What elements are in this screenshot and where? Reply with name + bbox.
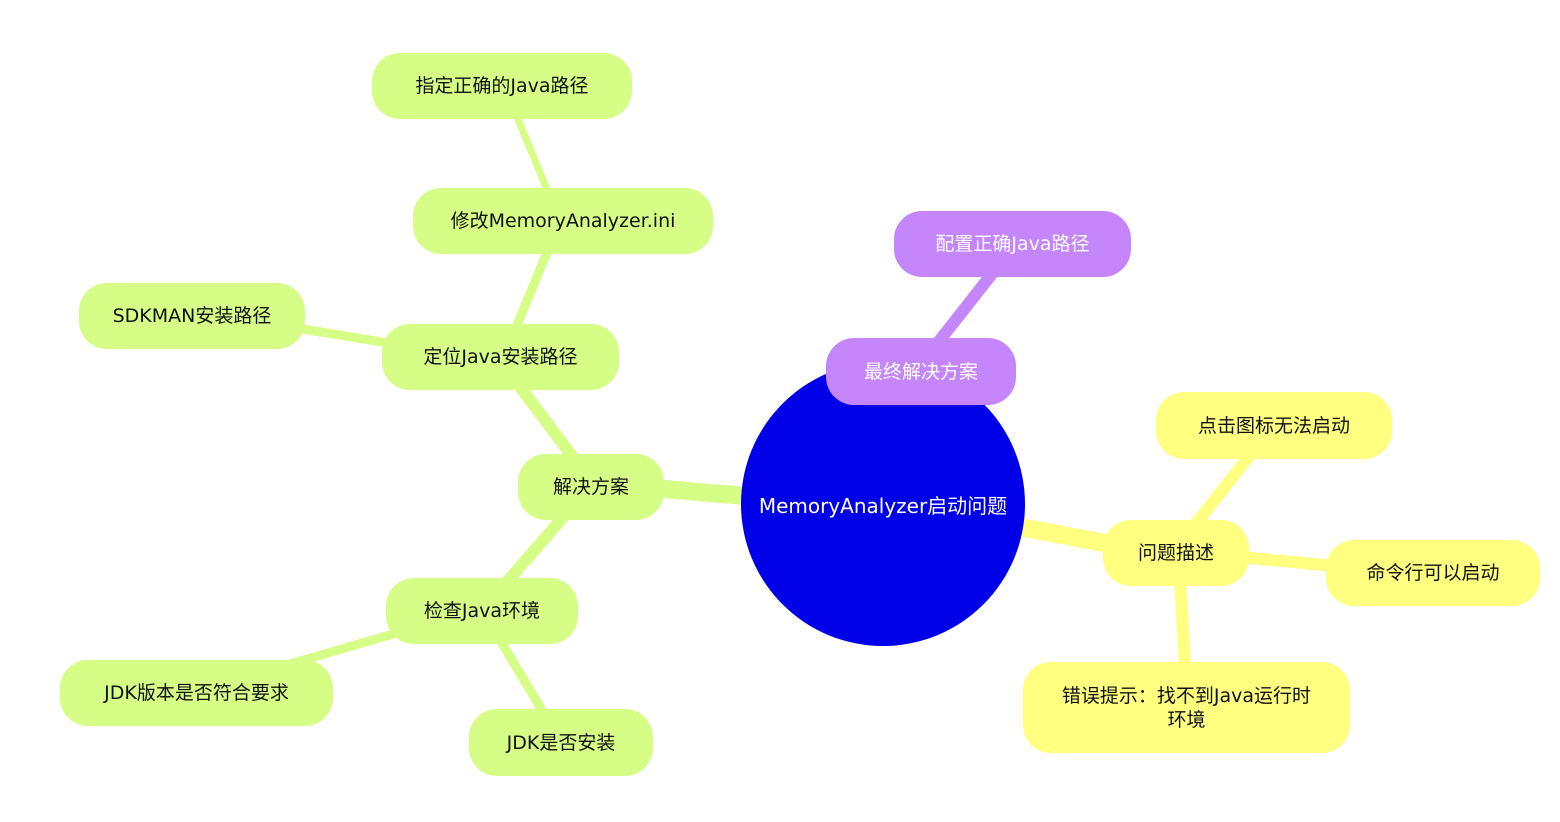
- node-jdk-installed[interactable]: JDK是否安装: [469, 709, 653, 776]
- node-cmdline-works[interactable]: 命令行可以启动: [1326, 540, 1540, 606]
- edge-solution-check: [494, 509, 571, 596]
- node-config-java-path[interactable]: 配置正确Java路径: [894, 211, 1131, 277]
- edge-final-config: [934, 264, 1001, 346]
- edge-problem-click: [1189, 449, 1256, 531]
- edge-solution-locate: [509, 374, 581, 466]
- node-locate-java-path[interactable]: 定位Java安装路径: [382, 324, 619, 390]
- node-sdkman-path[interactable]: SDKMAN安装路径: [79, 283, 305, 349]
- edge-locate-sdkman: [285, 322, 405, 350]
- node-error-message[interactable]: 错误提示：找不到Java运行时环境: [1023, 662, 1350, 753]
- edge-problem-cmdline: [1234, 551, 1341, 572]
- node-final-solution[interactable]: 最终解决方案: [826, 338, 1016, 405]
- edge-locate-modify: [510, 240, 555, 335]
- node-specify-java-path[interactable]: 指定正确的Java路径: [372, 53, 632, 119]
- edge-root-problem: [1011, 518, 1124, 554]
- edge-modify-specify: [511, 108, 552, 196]
- node-click-icon-fails[interactable]: 点击图标无法启动: [1156, 392, 1392, 459]
- node-modify-ini[interactable]: 修改MemoryAnalyzer.ini: [413, 188, 713, 254]
- edge-check-installed: [495, 635, 550, 720]
- node-jdk-version[interactable]: JDK版本是否符合要求: [60, 660, 333, 726]
- node-check-java-env[interactable]: 检查Java环境: [386, 578, 578, 644]
- edge-check-version: [285, 627, 405, 669]
- edge-problem-error: [1174, 574, 1191, 671]
- root-node[interactable]: MemoryAnalyzer启动问题: [741, 362, 1025, 646]
- node-problem-description[interactable]: 问题描述: [1103, 520, 1249, 586]
- root-label: MemoryAnalyzer启动问题: [758, 493, 1008, 518]
- node-solution[interactable]: 解决方案: [518, 454, 664, 520]
